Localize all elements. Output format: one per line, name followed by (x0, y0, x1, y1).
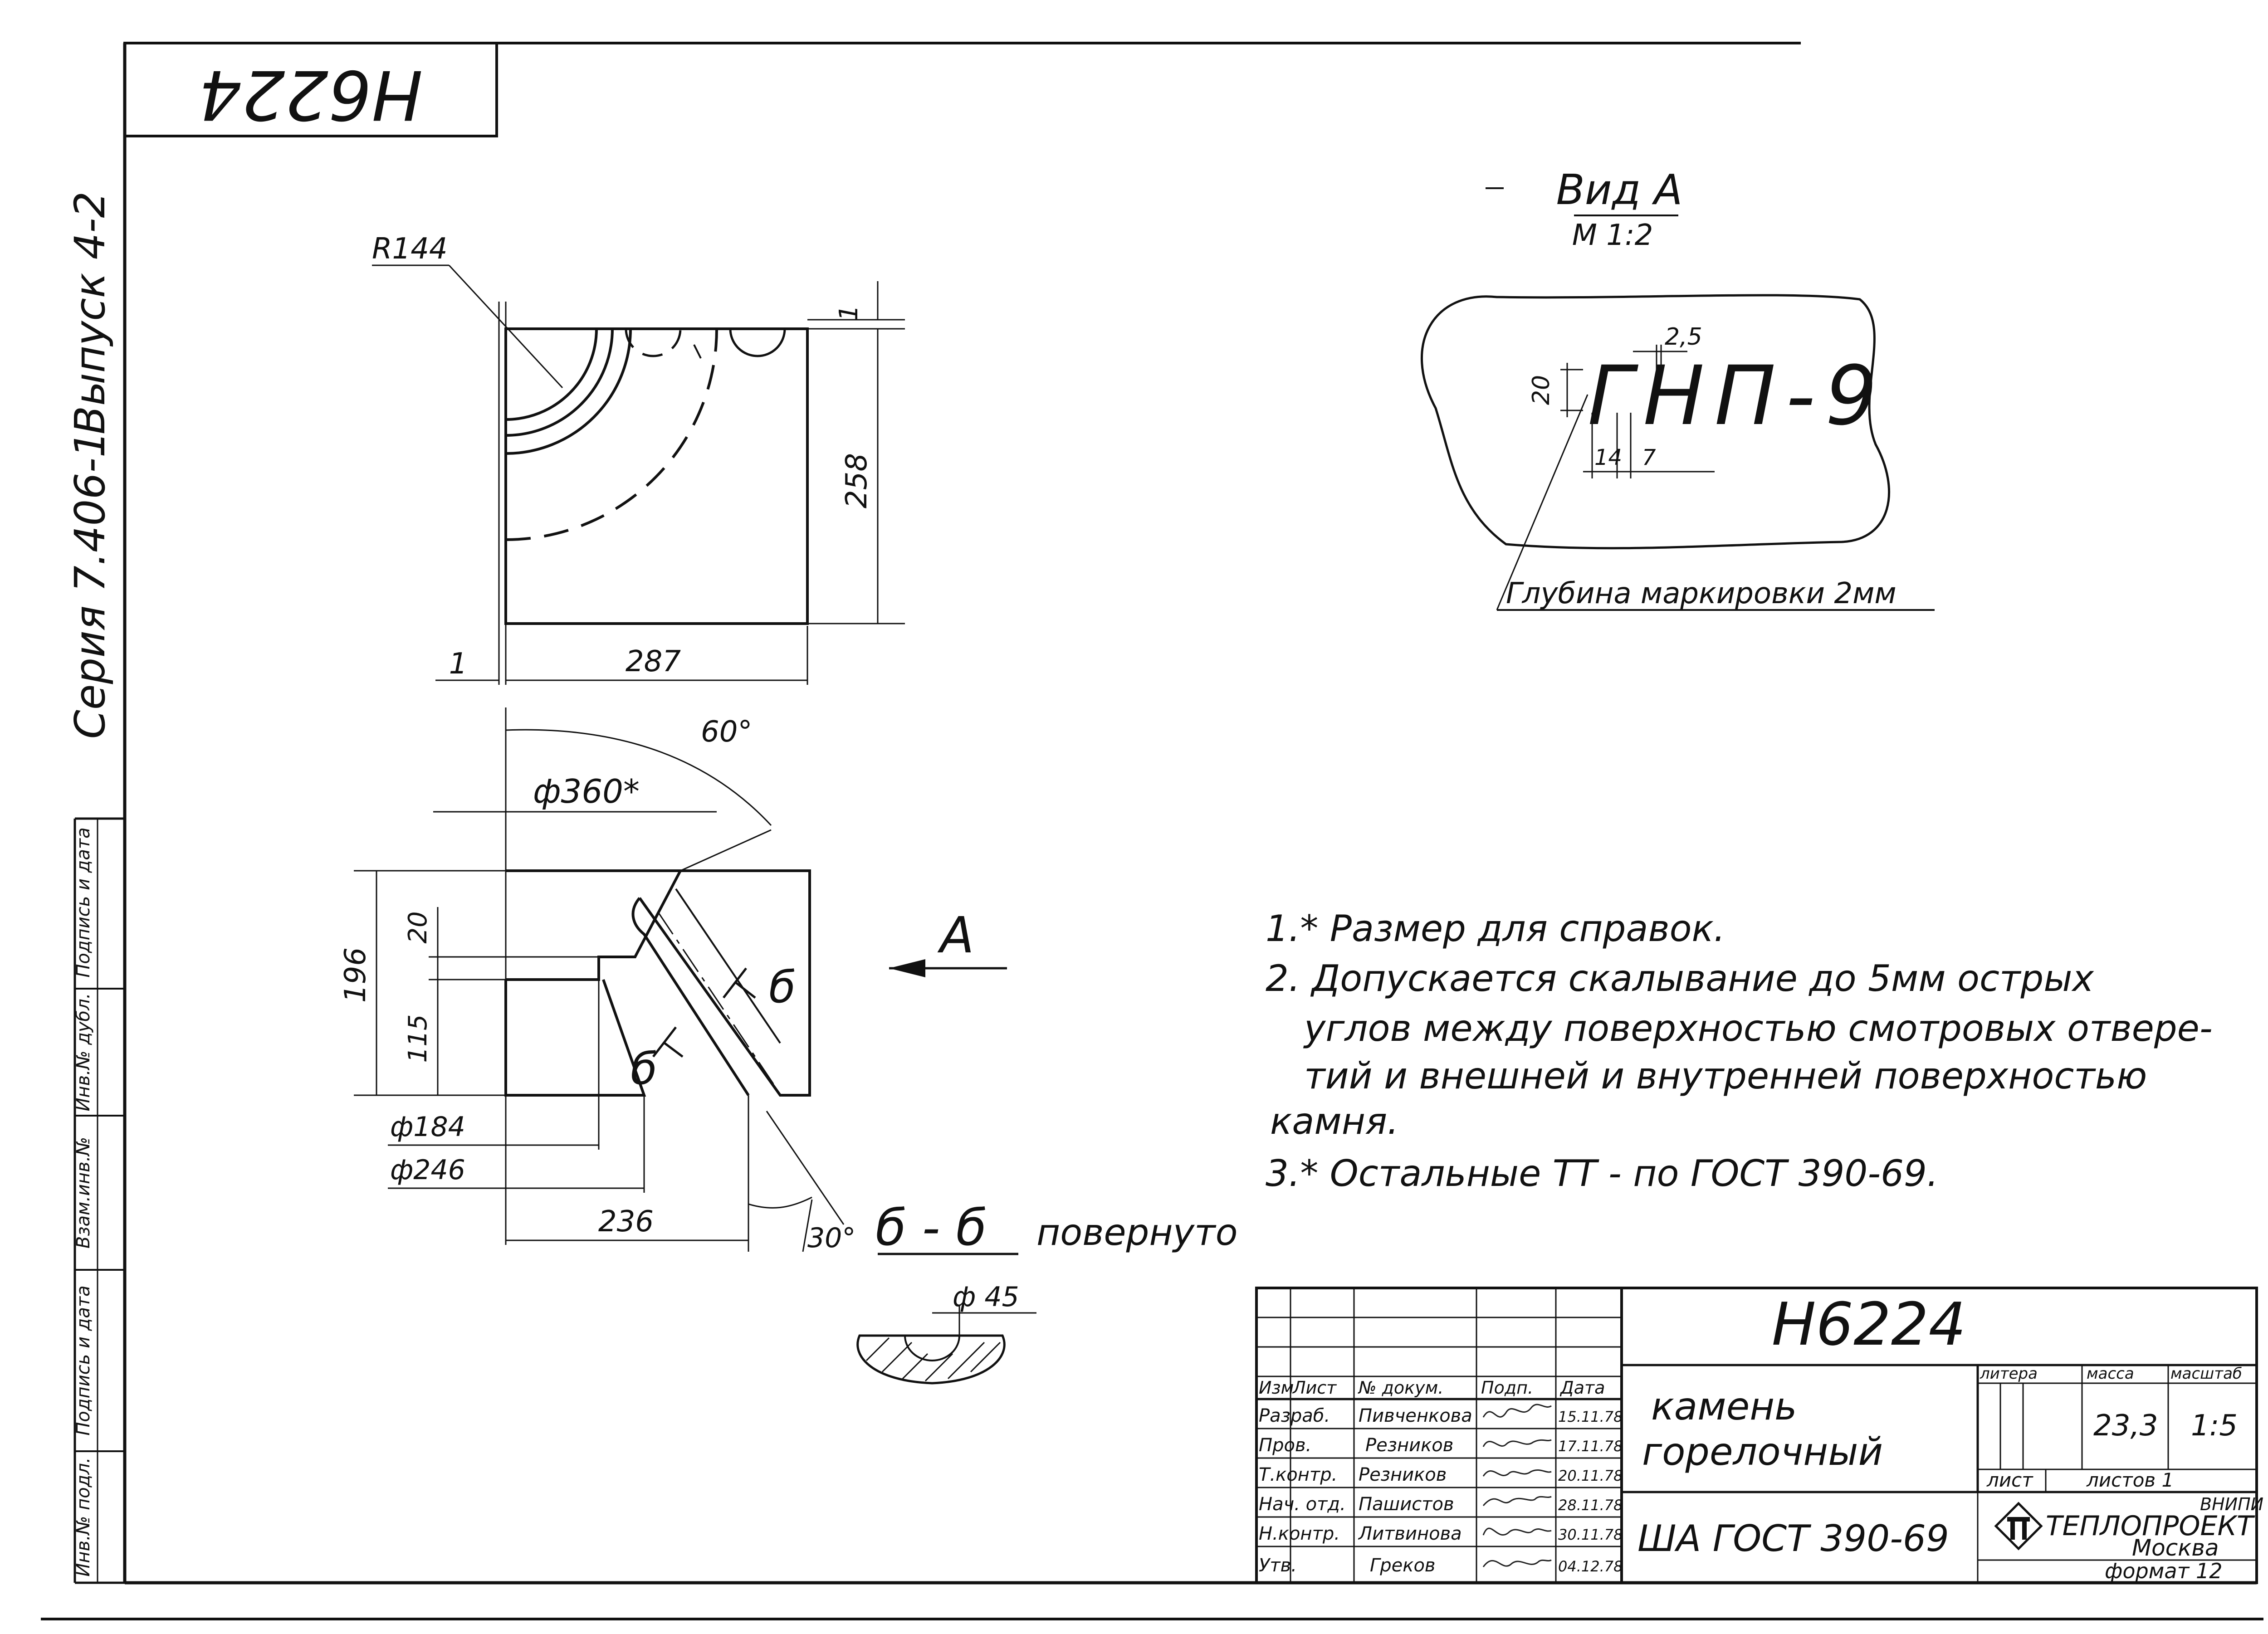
angle-30: 30° (807, 1222, 855, 1254)
tb-code: H6224 (1772, 1290, 1966, 1359)
section-width-236: 236 (598, 1205, 654, 1239)
section-height-196: 196 (339, 947, 372, 1003)
tb-name: Пивченкова (1359, 1405, 1472, 1426)
tb-name: Резников (1359, 1464, 1447, 1485)
tb-org-small: ВНИПИ (2200, 1494, 2263, 1514)
tb-col-izm: Изм (1259, 1378, 1294, 1398)
tb-sheet-label: лист (1986, 1469, 2033, 1491)
tb-scale-value: 1:5 (2191, 1409, 2238, 1443)
tb-role: Разраб. (1259, 1405, 1330, 1426)
tb-sheets-label: листов 1 (2086, 1469, 2174, 1491)
tb-role: Нач. отд. (1259, 1494, 1346, 1515)
tb-scale-label: масштаб (2170, 1365, 2242, 1383)
tb-city: Москва (2132, 1535, 2219, 1561)
diameter-184: ф184 (390, 1111, 465, 1143)
tb-role: Н.контр. (1259, 1523, 1340, 1544)
tb-role: Утв. (1259, 1555, 1297, 1576)
note-3: 3.* Остальные ТТ - по ГОСТ 390-69. (1266, 1152, 1938, 1195)
tb-date: 17.11.78 (1558, 1438, 1623, 1455)
tb-mass-value: 23,3 (2093, 1409, 2158, 1443)
section-dim-20: 20 (403, 911, 433, 943)
tb-name: Резников (1365, 1435, 1453, 1456)
margin-cell-3: Взам.инв.№ (73, 1137, 94, 1249)
margin-cell-4: Инв.№ дубл. (73, 993, 94, 1112)
view-a-scale: М 1:2 (1572, 219, 1653, 252)
tb-material: ША ГОСТ 390-69 (1637, 1517, 1949, 1560)
note-1: 1.* Размер для справок. (1266, 907, 1725, 950)
view-a: Вид А М 1:2 ГНП-9 2,5 20 14 7 Глубина ма… (1420, 166, 1935, 611)
view-a-dim-2-5: 2,5 (1665, 323, 1702, 351)
tb-col-sign: Подп. (1481, 1378, 1533, 1398)
view-a-title: Вид А (1556, 166, 1683, 214)
top-view: R144 1 258 287 1 (372, 232, 905, 685)
view-a-dim-20: 20 (1528, 375, 1555, 405)
diameter-246: ф246 (390, 1154, 465, 1186)
tb-date: 30.11.78 (1558, 1526, 1623, 1543)
title-block: Изм Лист № докум. Подп. Дата Разраб. Пив… (1255, 1287, 2263, 1584)
margin-cell-5: Подпись и дата (73, 827, 94, 977)
cut-note: повернуто (1036, 1211, 1238, 1254)
margin-cell-1: Инв.№ подл. (73, 1457, 94, 1576)
marking-text: ГНП-9 (1588, 349, 1887, 444)
section-dim-115: 115 (403, 1015, 433, 1063)
margin-cell-2: Подпись и дата (73, 1285, 94, 1435)
sheet-frame (41, 42, 2263, 1620)
left-dim-1: 1 (449, 647, 468, 681)
top-stamp-code: H6224 (199, 55, 423, 134)
cut-title: б - б (875, 1199, 987, 1257)
view-a-dim-14: 14 (1594, 445, 1622, 470)
tb-date: 28.11.78 (1558, 1497, 1623, 1514)
width-dim-287: 287 (626, 645, 681, 678)
tb-name-line2: горелочный (1642, 1429, 1883, 1474)
tb-col-list: Лист (1292, 1378, 1337, 1398)
technical-notes: 1.* Размер для справок. 2. Допускается с… (1266, 907, 2213, 1195)
top-stamp: H6224 (123, 42, 498, 137)
side-margin: Серия 7.406-1 Выпуск 4-2 Инв.№ подл. Под… (66, 191, 125, 1584)
height-dim-258: 258 (840, 453, 874, 508)
cut-marker-lower: б (631, 1044, 657, 1094)
tb-date: 15.11.78 (1558, 1408, 1623, 1425)
cut-diameter-45: ф 45 (953, 1281, 1019, 1313)
tb-name: Пашистов (1359, 1494, 1454, 1515)
tb-date: 04.12.78 (1558, 1558, 1623, 1575)
view-a-arrow-label: А (937, 906, 974, 964)
top-dim-1: 1 (834, 305, 864, 321)
tb-format: формат 12 (2105, 1559, 2223, 1583)
radius-label: R144 (372, 232, 448, 266)
note-2: 2. Допускается скалывание до 5мм острых (1266, 957, 2094, 1000)
tb-name: Литвинова (1358, 1523, 1462, 1544)
note-2-cont-2: тий и внешней и внутренней поверхностью (1304, 1055, 2147, 1097)
section-view: 60° ф360* 196 20 115 ф184 ф246 236 30° б (339, 707, 1007, 1254)
tb-mass-label: масса (2087, 1365, 2134, 1383)
tb-litera-label: литера (1980, 1365, 2038, 1383)
tb-org: ТЕПЛОПРОЕКТ (2046, 1510, 2255, 1542)
view-a-dim-7: 7 (1642, 445, 1656, 470)
signatures (1482, 1404, 1552, 1567)
tb-role: Т.контр. (1259, 1464, 1337, 1485)
tb-name: Греков (1370, 1555, 1436, 1576)
note-2-cont-3: камня. (1270, 1100, 1399, 1142)
cut-view: б - б повернуто ф 45 (856, 1199, 1238, 1385)
diameter-360-ref: ф360* (533, 772, 640, 810)
tb-name-line1: камень (1651, 1384, 1797, 1429)
series-label: Серия 7.406-1 (66, 431, 114, 739)
issue-label: Выпуск 4-2 (66, 191, 114, 434)
tb-date: 20.11.78 (1558, 1467, 1623, 1484)
note-2-cont-1: углов между поверхностью смотровых отвер… (1303, 1007, 2213, 1049)
org-logo (1994, 1502, 2043, 1551)
stone-outline (1420, 294, 1890, 550)
marking-depth-note: Глубина маркировки 2мм (1506, 577, 1897, 610)
angle-60: 60° (701, 715, 752, 749)
tb-col-doc: № докум. (1358, 1378, 1443, 1398)
tb-col-date: Дата (1559, 1378, 1605, 1398)
tb-role: Пров. (1259, 1435, 1311, 1456)
cut-marker-upper: б (769, 962, 796, 1013)
